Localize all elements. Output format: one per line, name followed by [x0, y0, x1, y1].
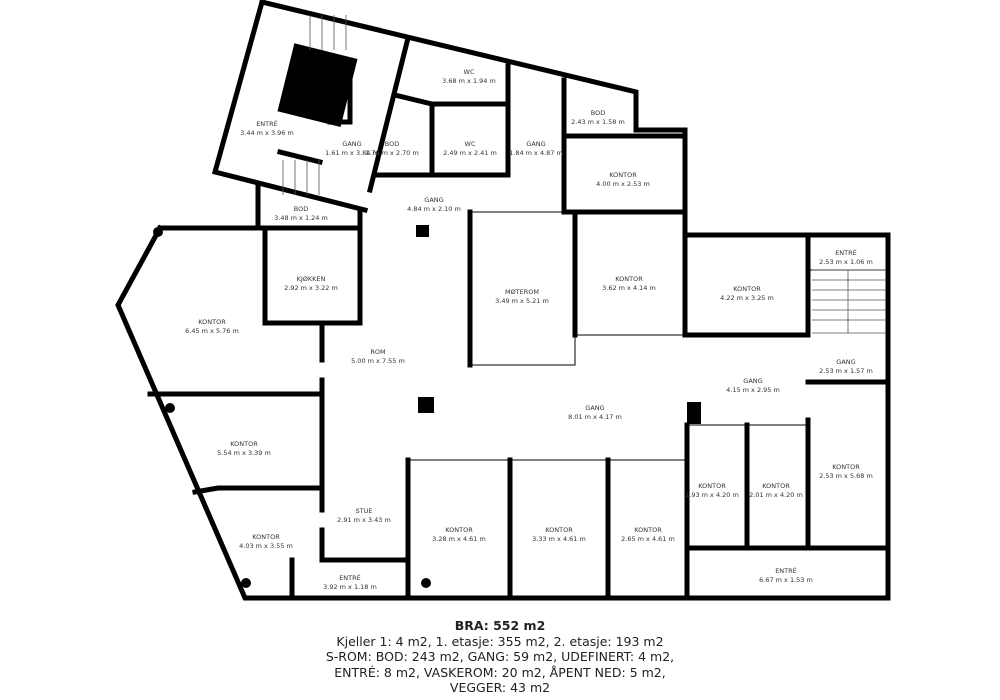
room-dimensions: 3.44 m x 3.96 m [240, 129, 294, 137]
room-name: GANG [743, 377, 762, 385]
room-name: KONTOR [698, 482, 726, 490]
room-name: BOD [591, 109, 605, 117]
room-dimensions: 6.67 m x 1.53 m [759, 576, 813, 584]
room-dimensions: 1.93 m x 4.20 m [685, 491, 739, 499]
room-dimensions: 3.62 m x 4.14 m [602, 284, 656, 292]
room-name: KONTOR [445, 526, 473, 534]
room-name: KONTOR [832, 463, 860, 471]
room-name: KONTOR [733, 285, 761, 293]
room-dimensions: 1.61 m x 3.84 m [325, 149, 379, 157]
room-dimensions: 3.92 m x 1.18 m [323, 583, 377, 591]
room-name: ROM [370, 348, 385, 356]
room-dimensions: 2.49 m x 2.41 m [443, 149, 497, 157]
room-name: KONTOR [198, 318, 226, 326]
summary-floors: Kjeller 1: 4 m2, 1. etasje: 355 m2, 2. e… [336, 633, 664, 649]
room-name: KONTOR [230, 440, 258, 448]
room-dimensions: 1.76 m x 2.70 m [365, 149, 419, 157]
bra-total: BRA: 552 m2 [454, 618, 546, 633]
room-name: WC [465, 140, 476, 148]
room-name: GANG [836, 358, 855, 366]
room-dimensions: 4.84 m x 2.10 m [407, 205, 461, 213]
room-dimensions: 3.68 m x 1.94 m [442, 77, 496, 85]
room-dimensions: 4.00 m x 2.53 m [596, 180, 650, 188]
room-dimensions: 2.65 m x 4.61 m [621, 535, 675, 543]
room-name: ENTRÉ [775, 566, 797, 575]
room-name: GANG [342, 140, 361, 148]
room-dimensions: 5.00 m x 7.55 m [351, 357, 405, 365]
room-name: ENTRÉ [339, 573, 361, 582]
room-name: GANG [526, 140, 545, 148]
room-dimensions: 2.92 m x 3.22 m [284, 284, 338, 292]
room-name: KJØKKEN [297, 275, 326, 283]
room-dimensions: 2.91 m x 3.43 m [337, 516, 391, 524]
room-dimensions: 8.01 m x 4.17 m [568, 413, 622, 421]
room-dimensions: 6.45 m x 5.76 m [185, 327, 239, 335]
room-name: KONTOR [762, 482, 790, 490]
room-name: BOD [385, 140, 399, 148]
room-dimensions: 3.28 m x 4.61 m [432, 535, 486, 543]
room-name: KONTOR [609, 171, 637, 179]
room-name: KONTOR [615, 275, 643, 283]
room-name: BOD [294, 205, 308, 213]
room-name: MØTEROM [505, 288, 539, 296]
room-name: KONTOR [634, 526, 662, 534]
room-dimensions: 3.48 m x 1.24 m [274, 214, 328, 222]
room-dimensions: 5.54 m x 3.39 m [217, 449, 271, 457]
room-dimensions: 1.84 m x 4.87 m [509, 149, 563, 157]
room-dimensions: 2.43 m x 1.58 m [571, 118, 625, 126]
room-dimensions: 2.53 m x 1.06 m [819, 258, 873, 266]
summary-entre: ENTRÉ: 8 m2, VASKEROM: 20 m2, ÅPENT NED:… [334, 664, 666, 680]
room-name: WC [464, 68, 475, 76]
summary-srom: S-ROM: BOD: 243 m2, GANG: 59 m2, UDEFINE… [325, 649, 675, 664]
room-name: GANG [424, 196, 443, 204]
room-name: STUE [356, 507, 373, 515]
room-dimensions: 2.01 m x 4.20 m [749, 491, 803, 499]
room-dimensions: 2.53 m x 5.68 m [819, 472, 873, 480]
room-name: GANG [585, 404, 604, 412]
room-dimensions: 3.33 m x 4.61 m [532, 535, 586, 543]
summary-vegger: VEGGER: 43 m2 [449, 680, 551, 695]
room-dimensions: 4.15 m x 2.95 m [726, 386, 780, 394]
room-name: ENTRÉ [256, 119, 278, 128]
room-dimensions: 3.49 m x 5.21 m [495, 297, 549, 305]
room-dimensions: 4.22 m x 3.25 m [720, 294, 774, 302]
area-summary: BRA: 552 m2 Kjeller 1: 4 m2, 1. etasje: … [0, 618, 1000, 696]
walls [115, 0, 891, 601]
room-dimensions: 4.03 m x 3.55 m [239, 542, 293, 550]
room-name: KONTOR [545, 526, 573, 534]
room-name: ENTRÉ [835, 248, 857, 257]
room-name: KONTOR [252, 533, 280, 541]
room-dimensions: 2.53 m x 1.57 m [819, 367, 873, 375]
stairs [282, 15, 886, 334]
